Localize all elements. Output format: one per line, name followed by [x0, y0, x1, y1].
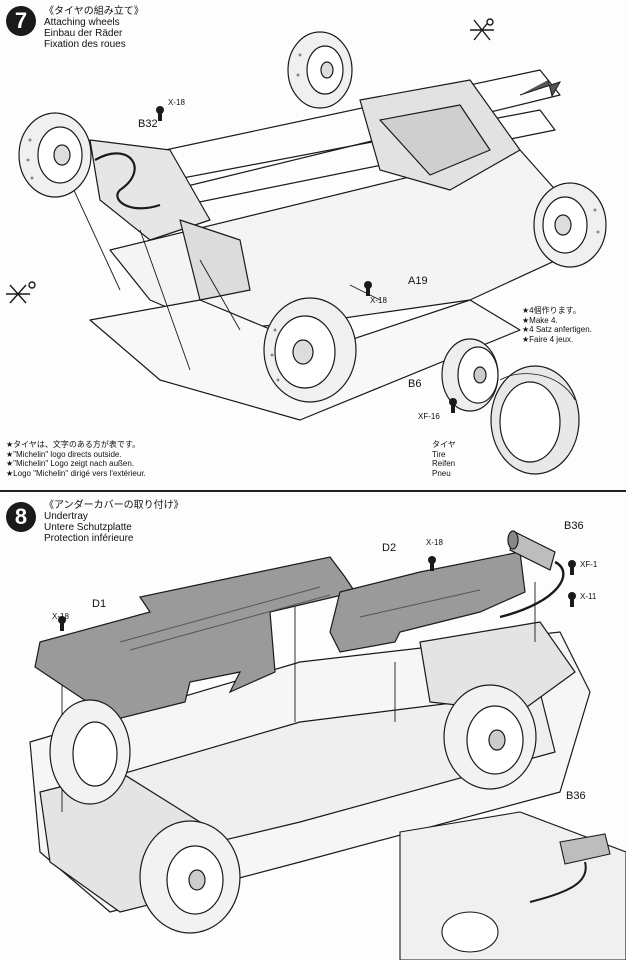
step-8-panel: 8 《アンダーカバーの取り付け》 Undertray Untere Schutz… [0, 492, 626, 960]
step-7-title-en: Attaching wheels [44, 17, 120, 28]
step-7-title-jp: 《タイヤの組み立て》 [44, 6, 144, 17]
wheels-step8 [49, 684, 537, 934]
step-7-panel: 7 《タイヤの組み立て》 Attaching wheels Einbau der… [6, 6, 607, 478]
step-8-badge: 8 [6, 502, 36, 532]
make-4-fr: ★Faire 4 jeux. [522, 334, 574, 344]
rear-mechanics [419, 621, 576, 713]
label-d2: D2 [382, 542, 397, 554]
exhaust-detail-inset [399, 811, 626, 960]
step-8-title-de: Untere Schutzplatte [44, 522, 132, 533]
wheel-assembly-detail [441, 338, 580, 475]
step-7-title-de: Einbau der Räder [44, 28, 123, 39]
tire-note-jp: ★タイヤは、文字のある方が表です。 [6, 440, 141, 449]
direction-arrow [519, 79, 562, 98]
label-xf16: XF-16 [418, 412, 440, 421]
exhaust-b36 [499, 530, 565, 619]
tire-label: タイヤ Tire Reifen Pneu [432, 440, 456, 478]
label-b6: B6 [408, 378, 422, 390]
label-b32: B32 [138, 118, 158, 130]
step-8-title: 《アンダーカバーの取り付け》 Undertray Untere Schutzpl… [44, 500, 184, 544]
wheels-step7 [18, 31, 607, 403]
step-7-title: 《タイヤの組み立て》 Attaching wheels Einbau der R… [44, 6, 144, 50]
tire-note-de: ★"Michelin" Logo zeigt nach außen. [6, 459, 135, 468]
make-4-de: ★4 Satz anfertigen. [522, 325, 592, 334]
step-7-title-fr: Fixation des roues [44, 39, 126, 50]
label-x18-a: X-18 [168, 98, 185, 107]
tire-en: Tire [432, 449, 446, 459]
step-7-badge: 7 [6, 6, 36, 36]
step-divider [0, 490, 626, 492]
screws-step8 [58, 556, 576, 631]
front-suspension [89, 139, 211, 241]
label-x18-left: X-18 [52, 612, 69, 621]
step-8-title-en: Undertray [44, 511, 88, 522]
step-7-drawing [6, 18, 607, 475]
cap-marks-step7 [6, 18, 494, 304]
label-x11: X-11 [580, 592, 597, 601]
tire-note-en: ★"Michelin" logo directs outside. [6, 449, 122, 459]
screws-step7 [156, 106, 457, 413]
label-xf1: XF-1 [580, 560, 598, 569]
tire-jp: タイヤ [432, 440, 456, 449]
b32-rod [94, 152, 161, 210]
step-8-title-fr: Protection inférieure [44, 533, 134, 544]
label-b36: B36 [564, 520, 584, 532]
tire-note-fr: ★Logo "Michelin" dirigé vers l'extérieur… [6, 468, 146, 478]
make-4-jp: ★4個作ります。 [522, 306, 581, 315]
tire-fr: Pneu [432, 468, 451, 478]
make-4-en: ★Make 4. [522, 315, 558, 325]
label-b36-detail: B36 [566, 790, 586, 802]
label-x18-b: X-18 [370, 296, 387, 305]
label-d1: D1 [92, 598, 107, 610]
label-a19: A19 [408, 275, 428, 287]
make-4-note: ★4個作ります。 ★Make 4. ★4 Satz anfertigen. ★F… [522, 306, 592, 344]
label-x18-top: X-18 [426, 538, 443, 547]
tire-de: Reifen [432, 459, 456, 468]
step-8-drawing [29, 530, 626, 960]
step-8-title-jp: 《アンダーカバーの取り付け》 [44, 500, 184, 511]
tire-orientation-notes: ★タイヤは、文字のある方が表です。 ★"Michelin" logo direc… [6, 440, 146, 478]
